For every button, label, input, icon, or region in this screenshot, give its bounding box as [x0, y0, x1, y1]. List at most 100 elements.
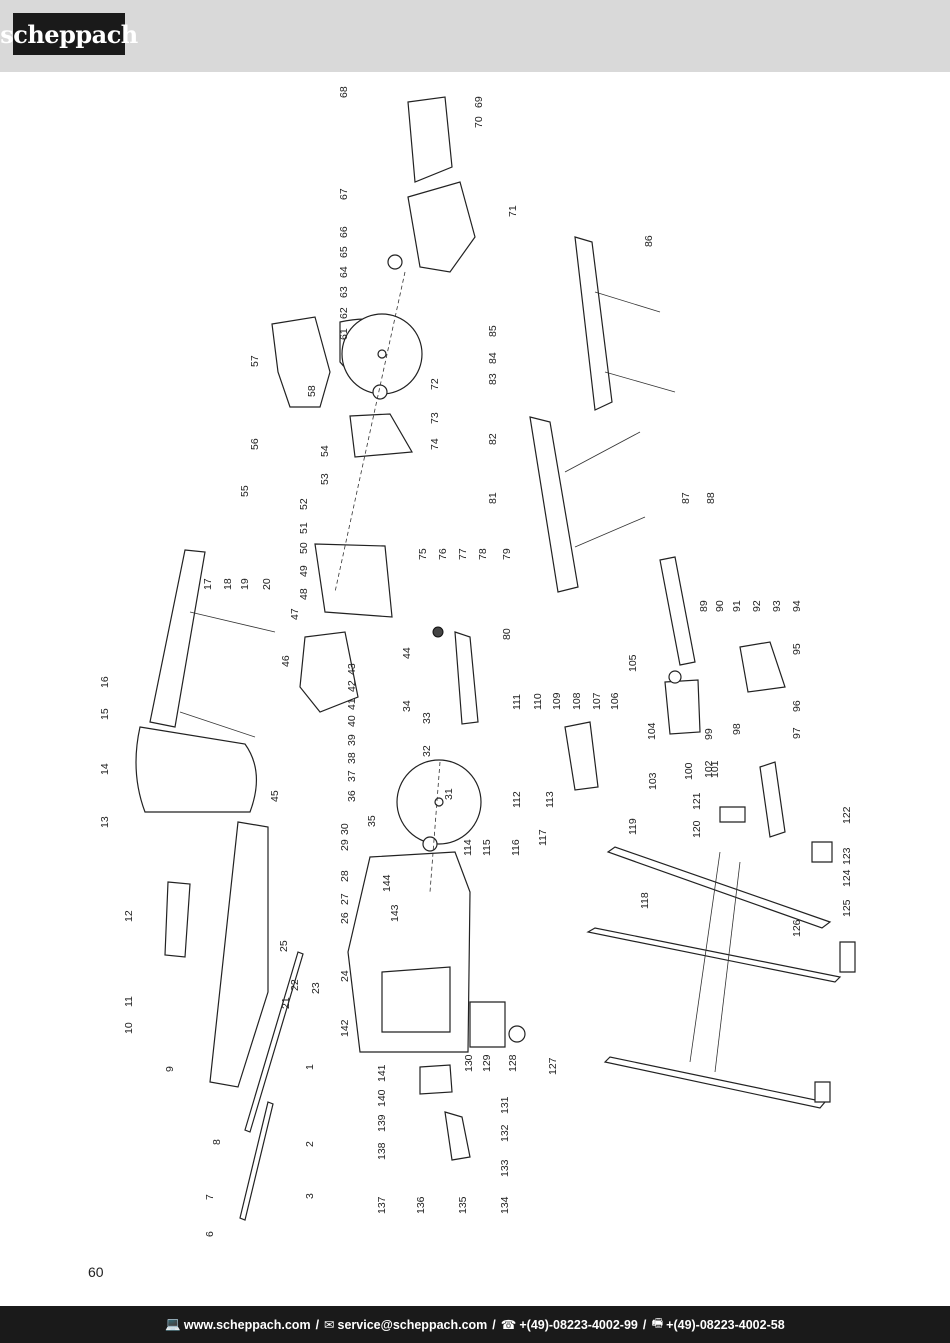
part-label: 125	[841, 899, 853, 917]
part-label: 94	[791, 600, 803, 612]
part-label: 72	[429, 378, 441, 390]
part-label: 41	[346, 698, 358, 710]
blade-guard-assembly	[387, 96, 476, 273]
part-label: 46	[280, 655, 292, 667]
part-label: 115	[481, 839, 493, 856]
part-label: 116	[510, 839, 522, 856]
part-label: 20	[261, 578, 273, 590]
footer-website-link[interactable]: www.scheppach.com	[183, 1317, 311, 1332]
part-label: 13	[99, 816, 111, 828]
part-label: 77	[457, 548, 469, 560]
part-label: 139	[376, 1114, 388, 1132]
part-label: 45	[269, 790, 281, 802]
footer-email-link[interactable]: service@scheppach.com	[337, 1317, 488, 1332]
lower-blade	[396, 759, 482, 852]
part-label: 84	[487, 352, 499, 364]
part-label: 110	[532, 693, 544, 710]
part-label: 49	[298, 565, 310, 577]
part-label: 16	[99, 676, 111, 688]
part-label: 10	[123, 1022, 135, 1034]
part-label: 98	[731, 723, 743, 735]
part-label: 66	[338, 226, 350, 238]
footer-separator: /	[315, 1317, 320, 1332]
part-label: 101	[709, 760, 721, 778]
part-label: 107	[591, 692, 603, 710]
part-label: 93	[771, 600, 783, 612]
page-number: 60	[88, 1264, 104, 1280]
small-parts	[164, 413, 856, 1161]
part-label: 38	[346, 752, 358, 764]
footer-fax: +(49)-08223-4002-58	[666, 1317, 785, 1332]
part-label: 31	[443, 788, 455, 800]
footer-separator: /	[492, 1317, 496, 1332]
part-label: 22	[289, 979, 301, 991]
exploded-parts-diagram: 1 2 3 4 5 6 7 8 9 10 11 12 13 14 15 16 1…	[99, 86, 856, 1237]
part-label: 78	[477, 548, 489, 560]
part-label: 117	[537, 829, 549, 846]
part-label: 92	[751, 600, 763, 612]
part-label: 27	[339, 893, 351, 905]
header-band: scheppach	[0, 0, 950, 72]
part-label: 3	[304, 1193, 316, 1199]
part-label: 18	[222, 578, 234, 590]
part-label: 6	[204, 1231, 216, 1237]
part-label: 28	[339, 870, 351, 882]
part-label: 85	[487, 325, 499, 337]
part-label: 33	[421, 712, 433, 724]
part-label: 95	[791, 643, 803, 655]
part-label: 56	[249, 438, 261, 450]
part-label: 91	[731, 600, 743, 612]
part-label: 53	[319, 473, 331, 485]
part-label: 62	[338, 307, 350, 319]
part-label: 97	[791, 727, 803, 739]
part-label: 87	[680, 492, 692, 504]
part-label: 11	[123, 996, 135, 1007]
part-label: 143	[389, 904, 401, 922]
assembly-lines	[334, 271, 441, 893]
part-label: 102	[703, 760, 715, 778]
part-label: 121	[691, 792, 703, 810]
fax-icon: 🖷	[651, 1316, 664, 1330]
footer-contact-bar: 💻 www.scheppach.com / ✉ service@scheppac…	[0, 1306, 950, 1343]
extension-table-left	[149, 549, 276, 738]
part-label: 57	[249, 355, 261, 367]
part-label: 25	[278, 940, 290, 952]
part-label: 81	[487, 492, 499, 504]
part-label: 17	[202, 578, 214, 590]
part-label: 118	[639, 892, 651, 909]
brand-logo: scheppach	[0, 13, 138, 55]
part-label: 124	[841, 869, 853, 887]
part-label: 52	[298, 498, 310, 510]
part-label: 120	[691, 820, 703, 838]
part-label: 37	[346, 770, 358, 782]
part-label: 83	[487, 373, 499, 385]
part-label: 1	[304, 1064, 316, 1070]
part-label: 111	[511, 694, 523, 710]
part-label: 105	[627, 654, 639, 672]
part-label: 26	[339, 912, 351, 924]
part-label: 99	[703, 728, 715, 740]
part-label: 80	[501, 628, 513, 640]
part-label: 65	[338, 246, 350, 258]
part-label: 68	[338, 86, 350, 98]
part-label: 129	[481, 1054, 493, 1072]
stand	[586, 761, 842, 1109]
part-label: 23	[310, 982, 322, 994]
part-label: 9	[164, 1066, 176, 1072]
part-label: 64	[338, 266, 350, 278]
part-label: 58	[306, 385, 318, 397]
part-label: 73	[429, 412, 441, 424]
part-label: 44	[401, 647, 413, 659]
part-label: 35	[366, 815, 378, 827]
part-label: 48	[298, 588, 310, 600]
part-label: 86	[643, 235, 655, 247]
footer-separator: /	[642, 1317, 647, 1332]
part-label: 12	[123, 910, 135, 922]
upper-blade	[339, 313, 423, 400]
part-label: 63	[338, 286, 350, 298]
part-label: 50	[298, 542, 310, 554]
part-label: 43	[346, 663, 358, 675]
part-label: 119	[627, 818, 639, 835]
part-label: 103	[647, 772, 659, 790]
extension-table-right-upper	[574, 236, 676, 411]
